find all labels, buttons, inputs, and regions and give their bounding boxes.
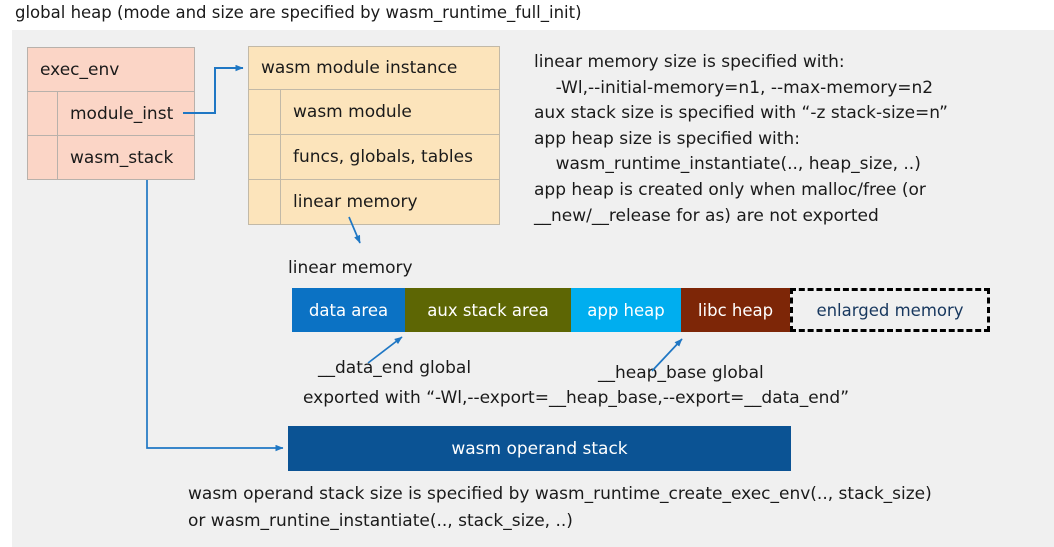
memory-segment-label: aux stack area bbox=[427, 300, 549, 320]
module-instance-row-funcs: funcs, globals, tables bbox=[248, 135, 500, 180]
memory-segment-label: data area bbox=[308, 300, 389, 320]
exported-with-caption: exported with “-Wl,--export=__heap_base,… bbox=[303, 388, 850, 408]
memory-config-info-text: linear memory size is specified with: -W… bbox=[534, 52, 948, 226]
module-instance-header-row: wasm module instance bbox=[248, 46, 500, 90]
module-instance-header-label: wasm module instance bbox=[261, 58, 458, 78]
diagram-title: global heap (mode and size are specified… bbox=[15, 3, 582, 22]
memory-segment-label: libc heap bbox=[697, 300, 774, 320]
module-instance-gutter bbox=[249, 90, 281, 134]
exec-env-gutter bbox=[28, 92, 58, 135]
exec-env-wasm-stack-label: wasm_stack bbox=[58, 136, 194, 179]
heap-base-caption: __heap_base global bbox=[598, 363, 764, 383]
memory-segment-label: app heap bbox=[587, 300, 665, 320]
wasm-module-instance-box: wasm module instance wasm module funcs, … bbox=[248, 46, 500, 225]
module-instance-gutter bbox=[249, 180, 281, 224]
module-instance-funcs-label: funcs, globals, tables bbox=[281, 135, 499, 179]
exec-env-module-inst-label: module_inst bbox=[58, 92, 194, 135]
data-end-caption: __data_end global bbox=[318, 358, 472, 378]
exec-env-row-module-inst: module_inst bbox=[27, 92, 195, 136]
module-instance-linear-memory-label: linear memory bbox=[281, 180, 499, 224]
memory-segment: enlarged memory bbox=[790, 288, 990, 332]
memory-segment: libc heap bbox=[681, 288, 790, 332]
exec-env-header-label: exec_env bbox=[40, 59, 120, 80]
module-instance-row-linear-memory: linear memory bbox=[248, 180, 500, 225]
module-instance-wasm-module-label: wasm module bbox=[281, 90, 499, 134]
exec-env-gutter bbox=[28, 136, 58, 179]
memory-segment: data area bbox=[292, 288, 405, 332]
exec-env-header-row: exec_env bbox=[27, 47, 195, 92]
memory-segment: aux stack area bbox=[405, 288, 571, 332]
exec-env-row-wasm-stack: wasm_stack bbox=[27, 136, 195, 180]
memory-segment: app heap bbox=[571, 288, 681, 332]
operand-stack-info-text: wasm operand stack size is specified by … bbox=[188, 484, 932, 531]
linear-memory-bar: data area aux stack area app heap libc heap… bbox=[292, 288, 990, 332]
exec-env-box: exec_env module_inst wasm_stack bbox=[27, 47, 195, 180]
wasm-operand-stack-box: wasm operand stack bbox=[288, 426, 791, 471]
module-instance-row-wasm-module: wasm module bbox=[248, 90, 500, 135]
wasm-operand-stack-label: wasm operand stack bbox=[451, 438, 628, 459]
module-instance-gutter bbox=[249, 135, 281, 179]
memory-segment-label: enlarged memory bbox=[816, 300, 964, 320]
linear-memory-label: linear memory bbox=[288, 258, 413, 278]
